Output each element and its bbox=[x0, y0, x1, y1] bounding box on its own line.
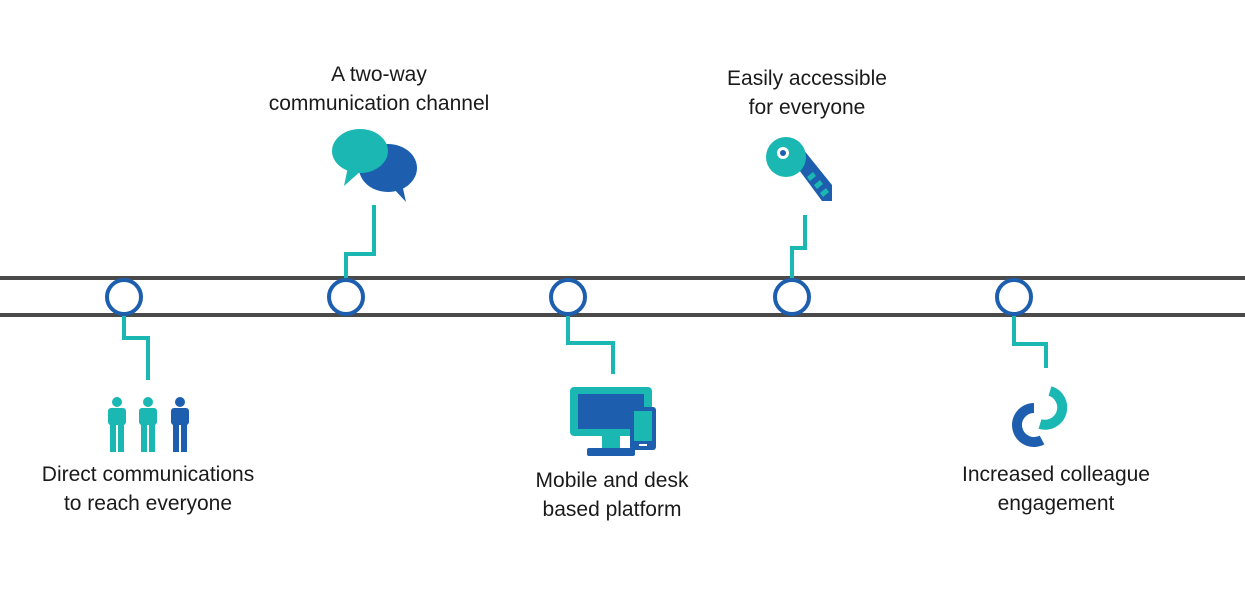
milestone-node-direct-communications bbox=[105, 278, 143, 316]
key-icon bbox=[766, 137, 832, 201]
milestone-label-direct-communications: Direct communications to reach everyone bbox=[41, 463, 255, 515]
connector-colleague-engagement bbox=[1012, 316, 1048, 368]
milestone-node-mobile-desk-platform bbox=[549, 278, 587, 316]
linked-rings-icon bbox=[1012, 386, 1068, 447]
connector-direct-communications bbox=[122, 316, 150, 380]
milestone-label-two-way-channel: A two-way communication channel bbox=[268, 63, 490, 115]
milestone-label-colleague-engagement: Increased colleague engagement bbox=[962, 463, 1150, 515]
speech-bubbles-icon bbox=[332, 129, 417, 202]
connector-easily-accessible bbox=[790, 215, 807, 278]
desktop-mobile-icon bbox=[570, 387, 656, 456]
milestone-node-colleague-engagement bbox=[995, 278, 1033, 316]
connector-two-way-channel bbox=[344, 205, 376, 278]
milestone-node-easily-accessible bbox=[773, 278, 811, 316]
people-icon bbox=[108, 397, 189, 452]
milestone-node-two-way-channel bbox=[327, 278, 365, 316]
connector-mobile-desk-platform bbox=[566, 316, 615, 374]
milestone-label-easily-accessible: Easily accessible for everyone bbox=[727, 67, 887, 119]
milestone-label-mobile-desk-platform: Mobile and desk based platform bbox=[535, 469, 689, 521]
